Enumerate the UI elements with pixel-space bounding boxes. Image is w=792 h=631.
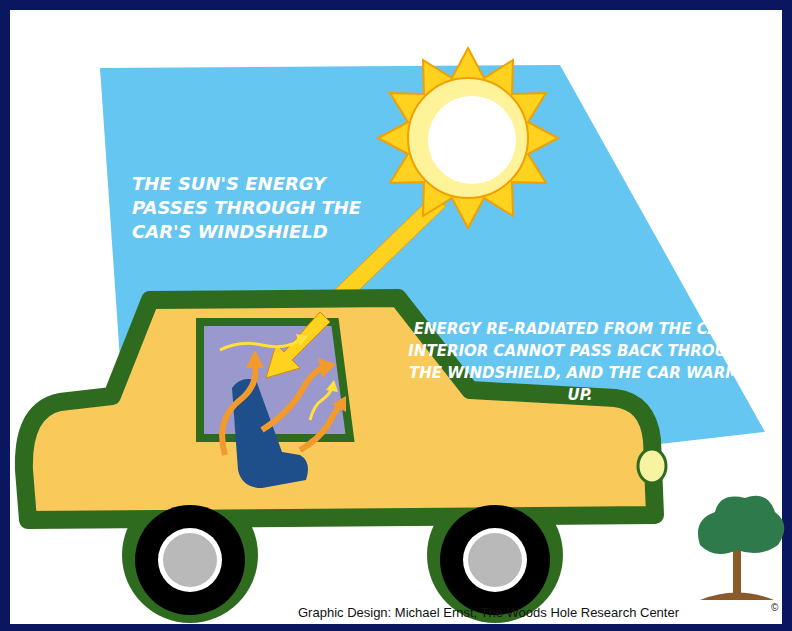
wheel-rim <box>463 528 527 592</box>
arrow-head <box>296 334 308 346</box>
sun-rays <box>378 48 558 228</box>
sun-disc <box>408 78 528 198</box>
reflected-energy-arrow <box>310 388 332 420</box>
radiated-heat-arrow <box>262 368 322 430</box>
copyright-mark: © <box>771 602 778 614</box>
arrow-head <box>246 350 264 368</box>
hubcap <box>163 533 217 587</box>
caption-note: THE SUN'S ENERGY PASSES THROUGH THE CAR'… <box>132 172 402 244</box>
arrow-head <box>318 358 336 378</box>
arrow-head <box>326 380 338 392</box>
wheel-rim <box>158 528 222 592</box>
logo-roots <box>700 593 774 601</box>
radiated-heat-arrow <box>222 365 255 455</box>
logo-trunk <box>733 545 741 600</box>
radiated-heat-arrow <box>300 405 340 450</box>
credit-line: Graphic Design: Michael Ernst, The Woods… <box>298 605 679 621</box>
reflected-energy-arrow <box>220 340 300 350</box>
headlight <box>638 449 666 483</box>
logo-canopy <box>698 496 784 554</box>
wheel <box>440 505 550 615</box>
arrow-head <box>332 396 346 412</box>
hubcap <box>468 533 522 587</box>
caption-note: ENERGY RE-RADIATED FROM THE CAR'S INTERI… <box>398 318 762 406</box>
page-background <box>10 10 782 624</box>
wheel <box>135 505 245 615</box>
sun-core <box>428 96 516 184</box>
